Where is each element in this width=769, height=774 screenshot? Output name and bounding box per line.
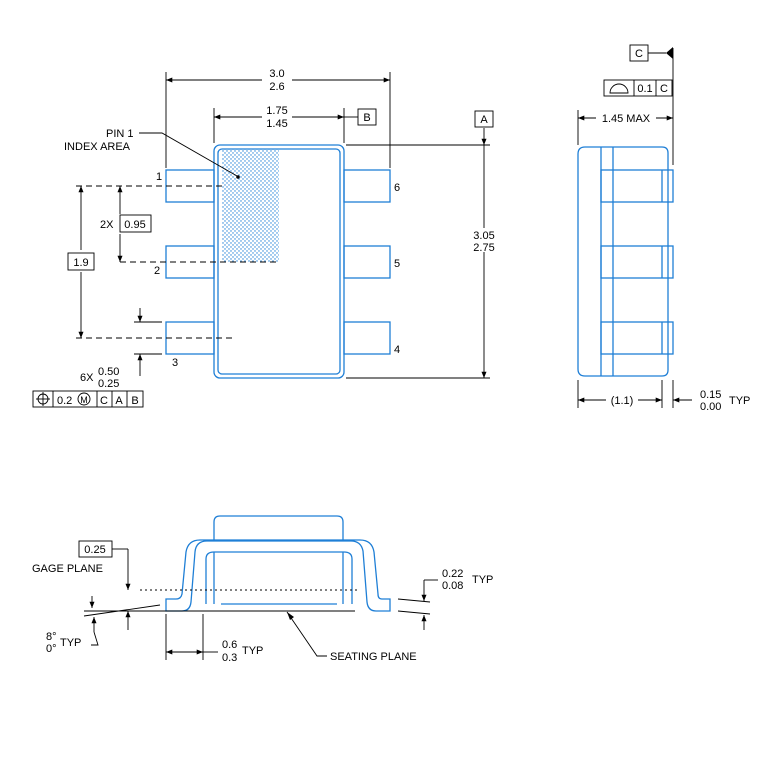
- standoff-max: 0.15: [700, 389, 721, 401]
- datum-c-box: [629, 44, 649, 62]
- tolerance-value: 0.2: [57, 395, 72, 407]
- height-min: 2.75: [473, 242, 494, 254]
- pin1-label-line2: INDEX AREA: [64, 141, 131, 153]
- lead-width-max: 0.50: [98, 366, 119, 378]
- pin-number-3: 3: [172, 357, 178, 369]
- side-lead-3: [600, 321, 674, 355]
- front-body-outer: [165, 539, 391, 612]
- datum-b: B: [363, 112, 370, 124]
- width-min: 2.6: [269, 81, 284, 93]
- pitch-prefix: 2X: [100, 219, 114, 231]
- pin-number-6: 6: [394, 182, 400, 194]
- pin-number-5: 5: [394, 258, 400, 270]
- mmc-icon: [77, 392, 91, 406]
- datum-a: A: [480, 114, 488, 126]
- flatness-frame: 0.1 C: [603, 79, 673, 97]
- foot-max: 0.6: [222, 639, 237, 651]
- front-view: 0.25 GAGE PLANE 8° 0° TYP 0.6 0.3 TYP SE…: [32, 515, 493, 664]
- lead-width-min: 0.25: [98, 378, 119, 390]
- top-view: 1 2 3 4 5 6 3.0 2.6 B 1.75 1.45 A 3.05 2…: [32, 68, 495, 408]
- lead-thick-max: 0.22: [442, 568, 463, 580]
- lead-width-prefix: 6X: [80, 372, 94, 384]
- standoff-min: 0.00: [700, 401, 721, 413]
- flatness-datum: C: [660, 83, 668, 95]
- span-box: [67, 252, 95, 271]
- angle-max: 8°: [46, 631, 57, 643]
- datum-b-box: [357, 108, 377, 126]
- tolerance-datum-3: B: [131, 395, 138, 407]
- tolerance-datum-1: C: [100, 395, 108, 407]
- gage-label: GAGE PLANE: [32, 563, 103, 575]
- pitch-value: 0.95: [124, 219, 145, 231]
- body-width-min: 1.45: [266, 118, 287, 130]
- side-lead-1: [600, 169, 674, 203]
- height-max: 3.05: [473, 230, 494, 242]
- seating-label: SEATING PLANE: [330, 651, 417, 663]
- pin-number-4: 4: [394, 344, 400, 356]
- angle-suffix: TYP: [60, 637, 81, 649]
- pitch-box: [119, 214, 152, 233]
- position-tolerance-frame: 0.2 M C A B: [32, 390, 144, 408]
- standoff-suffix: TYP: [729, 395, 750, 407]
- tolerance-modifier: M: [80, 395, 88, 405]
- pin1-index-area: [222, 149, 279, 262]
- foot-min: 0.3: [222, 652, 237, 664]
- lead-5: [343, 245, 391, 279]
- angle-min: 0°: [46, 643, 57, 655]
- lead-thick-min: 0.08: [442, 580, 463, 592]
- profile-surface-icon: [609, 83, 629, 94]
- pin1-label-line1: PIN 1: [106, 128, 134, 140]
- lead-4: [343, 321, 391, 355]
- max-height: 1.45 MAX: [602, 113, 651, 125]
- gage-value: 0.25: [84, 544, 105, 556]
- front-body-top: [213, 515, 344, 540]
- lead-6: [343, 169, 391, 203]
- ref-length: (1.1): [611, 395, 634, 407]
- side-body-outline: [577, 146, 669, 377]
- side-view: C 0.1 C 1.45 MAX (1.1) 0.15 0.00 TYP: [577, 44, 750, 413]
- width-max: 3.0: [269, 68, 284, 80]
- side-lead-2: [600, 245, 674, 279]
- datum-a-box: [474, 110, 494, 128]
- tolerance-datum-2: A: [115, 395, 123, 407]
- lead-thick-suffix: TYP: [472, 574, 493, 586]
- flatness-value: 0.1: [637, 83, 652, 95]
- front-body-inner: [205, 551, 353, 604]
- pin-number-2: 2: [154, 265, 160, 277]
- foot-suffix: TYP: [242, 645, 263, 657]
- body-width-max: 1.75: [266, 105, 287, 117]
- pin-number-1: 1: [156, 171, 162, 183]
- datum-c: C: [635, 48, 643, 60]
- span-value: 1.9: [73, 257, 88, 269]
